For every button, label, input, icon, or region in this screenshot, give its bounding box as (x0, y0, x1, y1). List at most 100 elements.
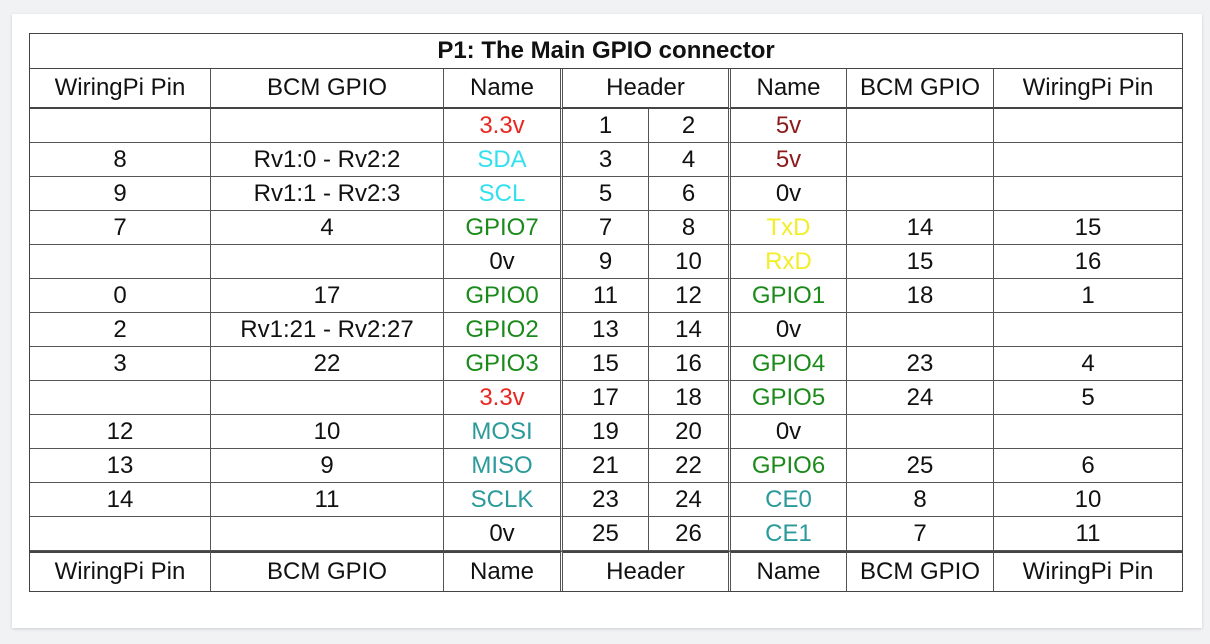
header-name-right: Name (731, 69, 847, 109)
bcm-gpio-right-cell: 23 (847, 347, 994, 381)
header-pin-even-cell: 24 (649, 483, 731, 517)
pin-name-left-cell: SDA (444, 143, 563, 177)
header-pin-odd-cell: 23 (563, 483, 649, 517)
footer-wiringpi-left: WiringPi Pin (30, 551, 211, 591)
wiringpi-pin-right-cell: 6 (994, 449, 1183, 483)
header-pin-even-cell: 16 (649, 347, 731, 381)
pin-name-right-cell: GPIO5 (731, 381, 847, 415)
wiringpi-pin-right-cell: 15 (994, 211, 1183, 245)
header-header: Header (563, 69, 731, 109)
header-bcm-right: BCM GPIO (847, 69, 994, 109)
bcm-gpio-left-cell: 22 (211, 347, 444, 381)
wiringpi-pin-right-cell (994, 109, 1183, 143)
gpio-table: P1: The Main GPIO connector WiringPi Pin… (29, 33, 1184, 592)
header-wiringpi-right: WiringPi Pin (994, 69, 1183, 109)
header-pin-odd-cell: 19 (563, 415, 649, 449)
bcm-gpio-left-cell: 10 (211, 415, 444, 449)
header-pin-even-cell: 14 (649, 313, 731, 347)
pin-name-right-cell: GPIO6 (731, 449, 847, 483)
header-pin-even-cell: 10 (649, 245, 731, 279)
wiringpi-pin-left-cell (30, 245, 211, 279)
bcm-gpio-right-cell: 24 (847, 381, 994, 415)
pin-name-right-cell: 0v (731, 177, 847, 211)
wiringpi-pin-left-cell: 3 (30, 347, 211, 381)
bcm-gpio-left-cell: 11 (211, 483, 444, 517)
pin-name-right-cell: 0v (731, 415, 847, 449)
wiringpi-pin-left-cell: 12 (30, 415, 211, 449)
header-pin-odd-cell: 17 (563, 381, 649, 415)
header-pin-odd-cell: 21 (563, 449, 649, 483)
pin-name-left-cell: GPIO3 (444, 347, 563, 381)
pin-name-right-cell: 5v (731, 143, 847, 177)
bcm-gpio-left-cell: 9 (211, 449, 444, 483)
wiringpi-pin-right-cell (994, 177, 1183, 211)
bcm-gpio-left-cell (211, 245, 444, 279)
wiringpi-pin-left-cell: 14 (30, 483, 211, 517)
pin-name-left-cell: SCLK (444, 483, 563, 517)
header-pin-even-cell: 4 (649, 143, 731, 177)
header-pin-even-cell: 12 (649, 279, 731, 313)
bcm-gpio-left-cell: 4 (211, 211, 444, 245)
pin-name-right-cell: TxD (731, 211, 847, 245)
content-card: P1: The Main GPIO connector WiringPi Pin… (12, 14, 1202, 628)
bcm-gpio-right-cell: 8 (847, 483, 994, 517)
pin-name-right-cell: 0v (731, 313, 847, 347)
footer-name-left: Name (444, 551, 563, 591)
header-pin-even-cell: 18 (649, 381, 731, 415)
wiringpi-pin-left-cell: 2 (30, 313, 211, 347)
wiringpi-pin-right-cell (994, 415, 1183, 449)
header-pin-odd-cell: 5 (563, 177, 649, 211)
bcm-gpio-left-cell (211, 381, 444, 415)
wiringpi-pin-left-cell: 9 (30, 177, 211, 211)
header-pin-even-cell: 8 (649, 211, 731, 245)
footer-header: Header (563, 551, 731, 591)
pin-name-left-cell: GPIO7 (444, 211, 563, 245)
pin-name-left-cell: MISO (444, 449, 563, 483)
bcm-gpio-right-cell (847, 109, 994, 143)
header-row: WiringPi Pin BCM GPIO Name Header Name B… (30, 69, 1183, 109)
pin-name-right-cell: RxD (731, 245, 847, 279)
wiringpi-pin-right-cell (994, 313, 1183, 347)
bcm-gpio-left-cell: Rv1:0 - Rv2:2 (211, 143, 444, 177)
table-title-row: P1: The Main GPIO connector (30, 34, 1183, 69)
wiringpi-pin-right-cell: 1 (994, 279, 1183, 313)
wiringpi-pin-left-cell: 8 (30, 143, 211, 177)
pin-name-left-cell: 3.3v (444, 381, 563, 415)
pin-name-left-cell: GPIO0 (444, 279, 563, 313)
header-pin-odd-cell: 7 (563, 211, 649, 245)
bcm-gpio-right-cell: 14 (847, 211, 994, 245)
header-pin-odd-cell: 11 (563, 279, 649, 313)
wiringpi-pin-right-cell: 4 (994, 347, 1183, 381)
pin-name-left-cell: SCL (444, 177, 563, 211)
pin-name-left-cell: 0v (444, 245, 563, 279)
pin-name-left-cell: MOSI (444, 415, 563, 449)
footer-wiringpi-right: WiringPi Pin (994, 551, 1183, 591)
wiringpi-pin-left-cell: 7 (30, 211, 211, 245)
bcm-gpio-right-cell: 25 (847, 449, 994, 483)
header-pin-odd-cell: 3 (563, 143, 649, 177)
bcm-gpio-left-cell (211, 517, 444, 551)
wiringpi-pin-left-cell: 13 (30, 449, 211, 483)
bcm-gpio-right-cell (847, 143, 994, 177)
header-pin-odd-cell: 15 (563, 347, 649, 381)
pin-name-right-cell: GPIO4 (731, 347, 847, 381)
footer-name-right: Name (731, 551, 847, 591)
pin-name-left-cell: 3.3v (444, 109, 563, 143)
bcm-gpio-right-cell: 7 (847, 517, 994, 551)
header-pin-odd-cell: 25 (563, 517, 649, 551)
header-pin-even-cell: 22 (649, 449, 731, 483)
header-name-left: Name (444, 69, 563, 109)
bcm-gpio-right-cell (847, 313, 994, 347)
pin-name-right-cell: 5v (731, 109, 847, 143)
